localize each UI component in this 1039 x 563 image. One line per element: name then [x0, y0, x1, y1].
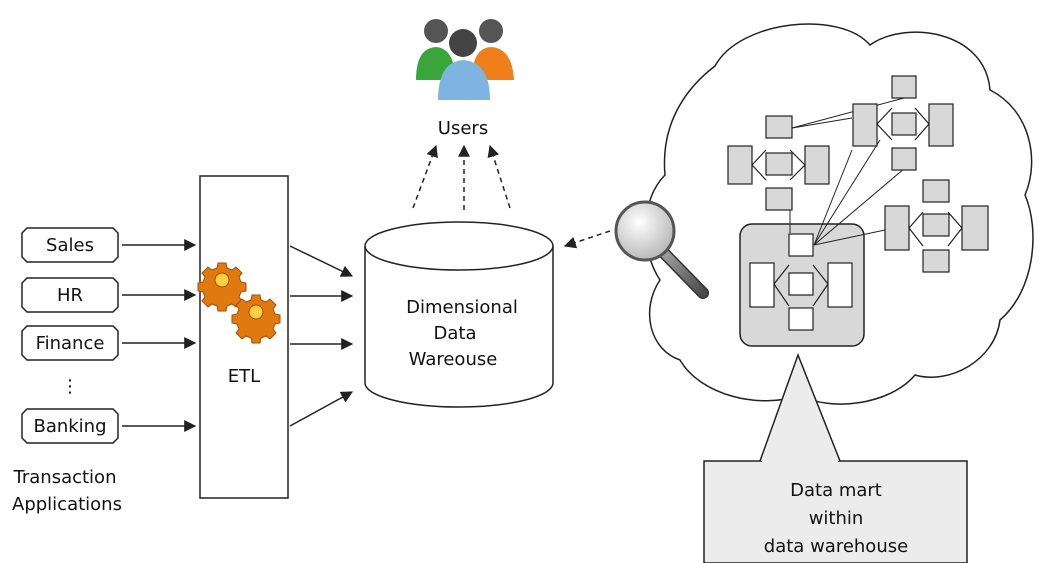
magnifier-icon [614, 200, 709, 299]
schema-cluster-3 [884, 179, 989, 273]
schema-cluster-2 [852, 75, 954, 171]
source-sales: Sales [21, 227, 119, 263]
source-banking: Banking [21, 408, 119, 444]
callout-line2: within [809, 508, 864, 529]
users-icon [416, 19, 514, 100]
users-arrows [412, 144, 511, 210]
etl-label: ETL [228, 366, 260, 387]
sources-caption-line2: Applications [12, 494, 122, 515]
source-banking-label: Banking [33, 416, 106, 437]
source-arrows [122, 239, 197, 432]
schema-links [789, 97, 906, 246]
callout-line3: data warehouse [764, 536, 908, 557]
schema-cluster-1 [727, 115, 830, 211]
warehouse-cylinder [364, 221, 554, 408]
sources-caption-line1: Transaction [13, 467, 117, 488]
users-label: Users [438, 118, 488, 139]
etl-arrows [289, 245, 354, 427]
source-finance: Finance [21, 325, 119, 361]
source-hr: HR [21, 277, 119, 313]
gear-icon [197, 262, 247, 312]
gear-icon [231, 294, 281, 344]
warehouse-label-line3: Wareouse [409, 349, 498, 370]
source-ellipsis: ⋮ [61, 376, 79, 397]
warehouse-label-line2: Data [434, 323, 477, 344]
source-finance-label: Finance [36, 333, 105, 354]
warehouse-label-line1: Dimensional [406, 297, 518, 318]
callout-shape [703, 352, 968, 563]
source-hr-label: HR [57, 285, 83, 306]
callout-line1: Data mart [790, 480, 882, 501]
lookup-arrow [563, 230, 611, 249]
source-sales-label: Sales [46, 235, 94, 256]
schema-cluster-datamart [749, 233, 853, 331]
